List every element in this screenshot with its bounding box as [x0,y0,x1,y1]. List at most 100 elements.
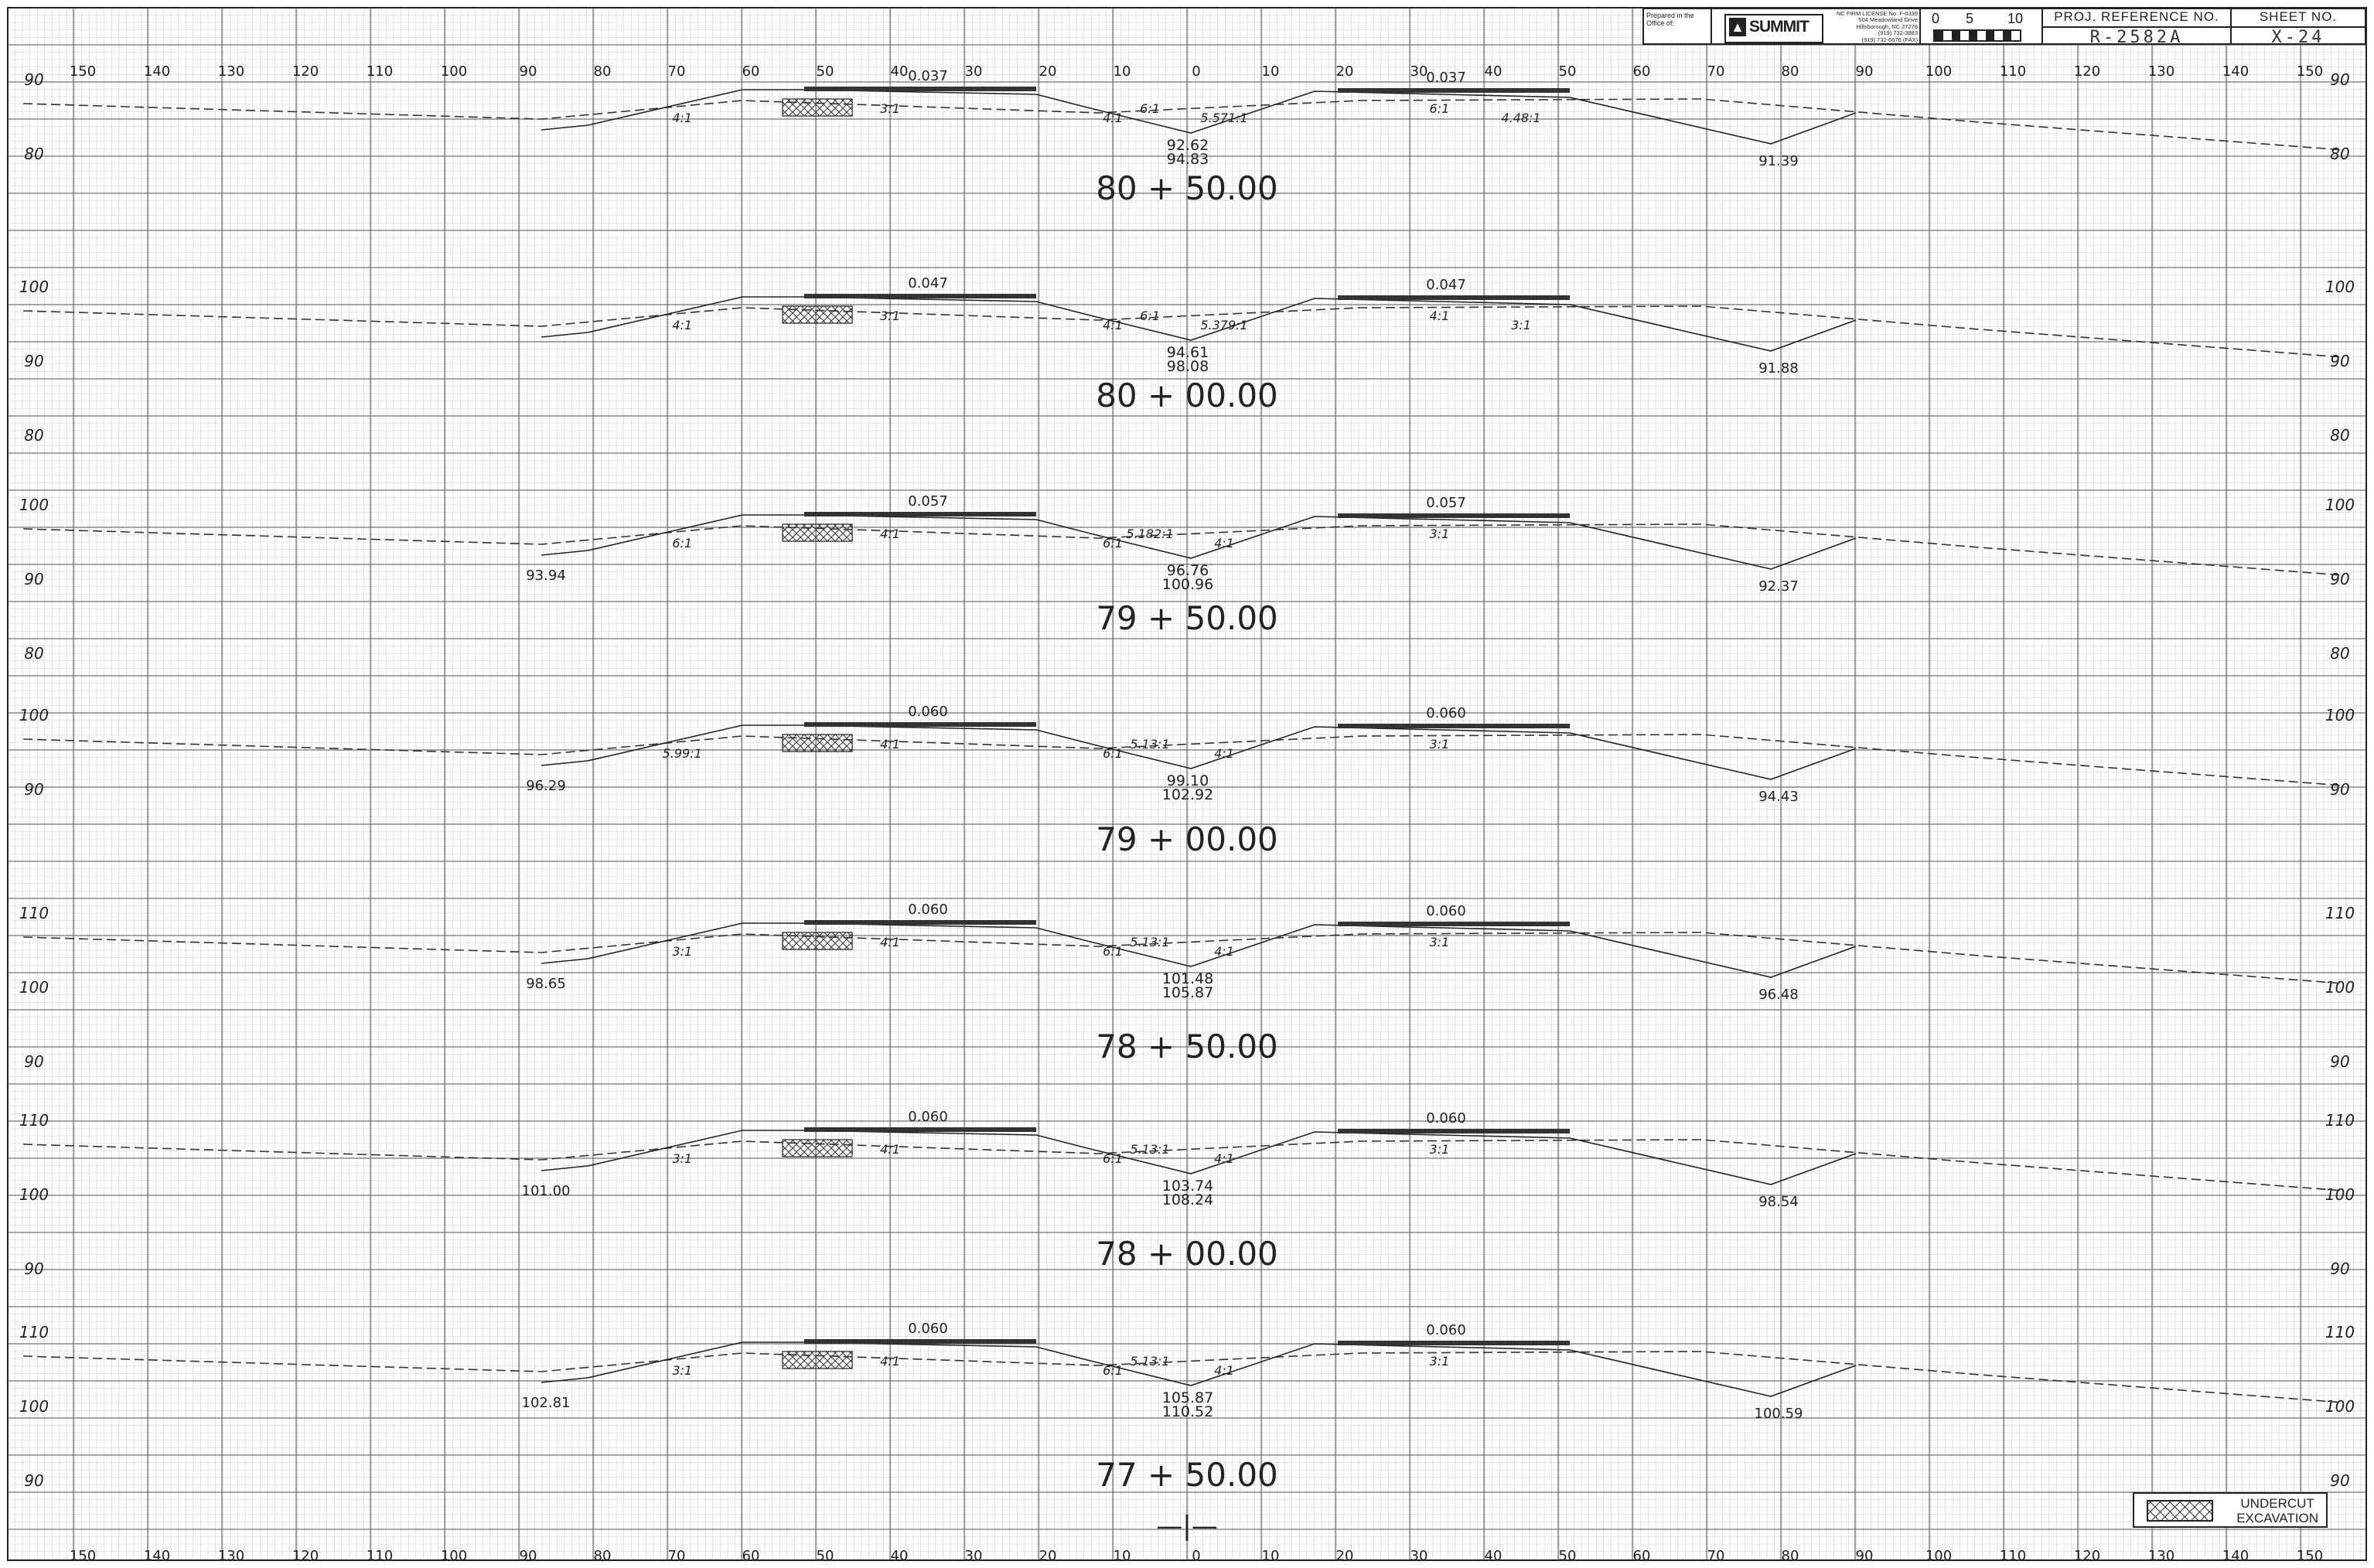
left-toe-elevation: 96.29 [526,778,566,794]
slope-ratio-label: 4:1 [880,1354,900,1369]
slope-ratio-label: 3:1 [672,1151,692,1166]
offset-label: 100 [441,1548,467,1564]
proposed-template-line [541,514,1857,570]
legend-label-line-2: EXCAVATION [2236,1511,2318,1525]
offset-label: 70 [668,1548,686,1564]
slope-ratio-label: 3:1 [672,1363,692,1378]
elevation-label: 100 [19,1185,49,1204]
right-toe-elevation: 91.88 [1758,360,1799,377]
elevation-label: 100 [2325,278,2355,296]
station-label: 79 + 50.00 [1096,599,1278,637]
elevation-label: 110 [2325,904,2355,922]
right-cross-slope: 0.037 [1426,70,1466,86]
slope-ratio-label: 4:1 [672,318,692,332]
offset-label: 40 [891,63,909,80]
offset-label: 80 [594,63,612,80]
elevation-label: 90 [2330,780,2349,799]
elevation-label: 100 [19,278,49,296]
proposed-template-line [541,922,1857,978]
firm-fax: (919) 732-6676 (FAX) [1861,36,1918,43]
elevation-label: 100 [2325,1397,2355,1416]
slope-ratio-label: 4:1 [880,1142,900,1157]
right-toe-elevation: 98.54 [1758,1194,1799,1210]
slope-ratio-label: 4:1 [1214,1151,1234,1166]
elevation-label: 100 [2325,706,2355,724]
right-cross-slope: 0.057 [1426,495,1466,511]
elevation-label: 90 [24,1052,43,1071]
slope-ratio-label: 4:1 [1214,944,1234,959]
proj-ref-cell: PROJ. REFERENCE NO. R-2582A [2043,9,2232,47]
elevation-label: 100 [2325,1185,2355,1204]
undercut-excavation-area [782,734,853,752]
offset-label: 140 [144,63,170,80]
proposed-template-line [541,1341,1857,1397]
centerline-elevation-bottom: 102.92 [1162,786,1213,803]
left-cross-slope: 0.060 [908,902,948,918]
offset-label: 0 [1192,1548,1200,1564]
left-pavement [804,722,1036,727]
offset-label: 130 [2148,1548,2174,1564]
existing-ground-line [22,734,2344,786]
slope-ratio-label: 5.379:1 [1200,318,1247,332]
right-cross-slope: 0.060 [1426,1110,1466,1127]
left-pavement [804,87,1036,91]
undercut-excavation-area [782,98,853,117]
elevation-label: 90 [24,1260,43,1278]
slope-ratio-label: 6:1 [1140,101,1160,116]
station-label: 78 + 50.00 [1096,1028,1278,1065]
arrow-up-icon: ▲ [1729,18,1746,36]
centerline-elevation-top: 103.74 [1162,1178,1213,1195]
centerline-elevation-top: 105.87 [1162,1389,1213,1406]
centerline-elevation-bottom: 100.96 [1162,576,1213,593]
slope-ratio-label: 3:1 [880,101,900,116]
proposed-template-line [541,296,1857,352]
right-cross-slope: 0.060 [1426,903,1466,919]
firm-logo: ▲ SUMMIT [1724,14,1823,43]
offset-label: 30 [965,63,983,80]
existing-ground-line [22,932,2344,984]
elevation-label: 100 [2325,978,2355,997]
offset-label: 60 [742,63,760,80]
right-pavement [1338,1341,1570,1345]
slope-ratio-label: 4:1 [1430,308,1450,323]
offset-label: 80 [1782,1548,1799,1564]
offset-label: 120 [292,63,319,80]
right-pavement [1338,1129,1570,1133]
right-pavement [1338,513,1570,518]
graphic-scale: 0 5 10 [1921,9,2043,43]
offset-label: 70 [1707,1548,1725,1564]
elevation-label: 100 [19,706,49,724]
offset-label: 150 [70,1548,96,1564]
station-label: 80 + 00.00 [1096,377,1278,414]
offset-label: 70 [668,63,686,80]
left-toe-elevation: 93.94 [526,568,566,584]
offset-label: 40 [1485,63,1503,80]
offset-label: 110 [367,1548,393,1564]
elevation-label: 80 [2330,426,2349,445]
existing-ground-line [22,1351,2344,1403]
elevation-label: 80 [24,426,43,445]
slope-ratio-label: 6:1 [1103,944,1123,959]
elevation-label: 110 [2325,1323,2355,1341]
elevation-label: 90 [2330,1471,2349,1490]
station-label: 79 + 00.00 [1096,820,1278,858]
slope-ratio-label: 6:1 [1103,1151,1123,1166]
offset-label: 150 [70,63,96,80]
elevation-label: 110 [19,904,49,922]
sheet-no-cell: SHEET NO. X-24 [2232,9,2365,47]
elevation-label: 90 [2330,570,2349,588]
offset-label: 100 [441,63,467,80]
legend-label-line-1: UNDERCUT [2240,1496,2314,1511]
left-cross-slope: 0.047 [908,275,948,291]
existing-ground-line [22,98,2344,151]
slope-ratio-label: 4:1 [880,527,900,541]
centerline-elevation-top: 99.10 [1167,772,1209,789]
scale-label-10: 10 [2007,11,2024,26]
slope-ratio-label: 6:1 [1140,308,1160,323]
scale-label-5: 5 [1966,11,1974,26]
offset-label: 100 [1925,1548,1952,1564]
offset-label: 10 [1114,63,1131,80]
